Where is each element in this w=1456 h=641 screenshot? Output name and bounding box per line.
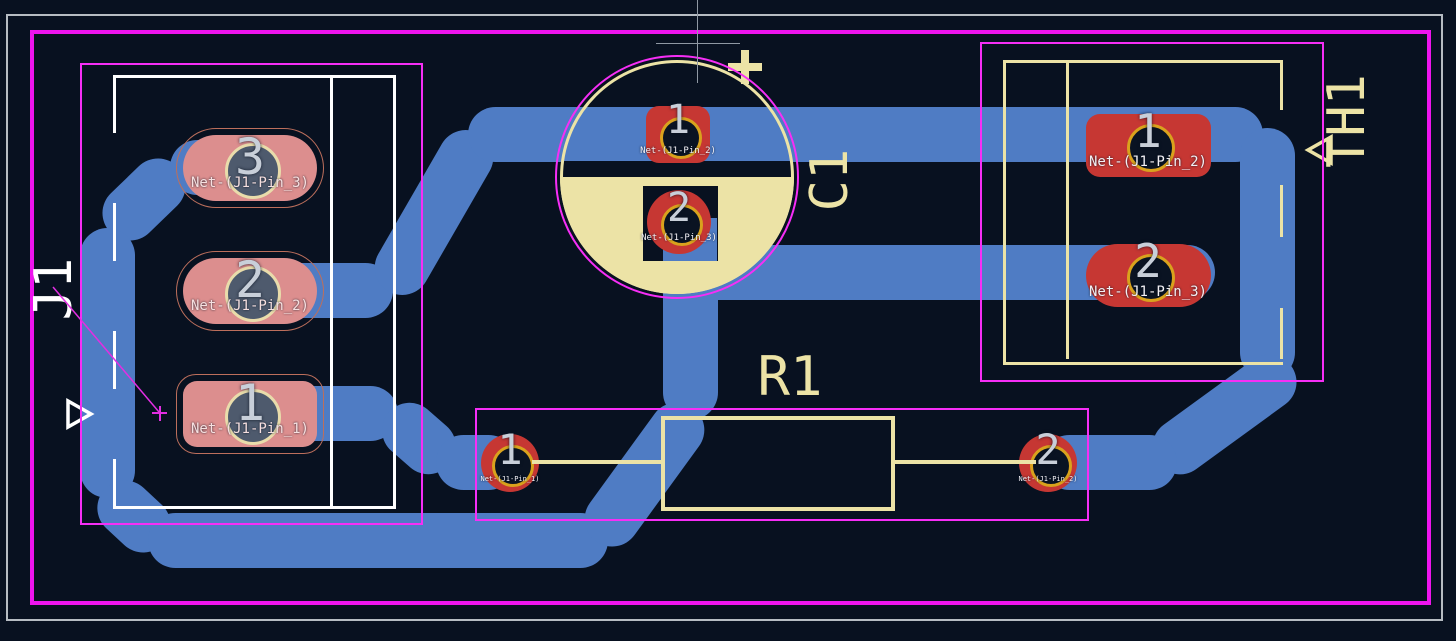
th1-silk-divider	[1066, 60, 1069, 359]
sheet-frame	[6, 14, 1443, 621]
c1-plus-marker	[728, 50, 762, 84]
j1-pad2-number: 2	[234, 251, 266, 309]
r1-selection-box	[475, 408, 1089, 521]
j1-pin1-arrow-icon	[66, 398, 95, 430]
r1-silk-lead-right	[894, 460, 1036, 464]
trace-segment[interactable]	[80, 228, 135, 498]
th1-silk-outline[interactable]	[1003, 60, 1283, 365]
cursor-crosshair-v	[697, 0, 698, 83]
j1-fab-outline[interactable]	[113, 75, 396, 509]
board-edge-outline[interactable]	[30, 30, 1431, 605]
j1-pad1-clearance	[176, 374, 324, 454]
trace-segment[interactable]	[1240, 128, 1295, 380]
r1-pad1-drill	[492, 445, 534, 487]
j1-pad3-number: 3	[234, 128, 266, 186]
j1-anchor-leader	[52, 286, 167, 421]
r1-ref-text[interactable]: R1	[757, 344, 823, 408]
j1-selection-box	[80, 63, 423, 525]
th1-pin1-arrow-icon	[1304, 134, 1333, 166]
j1-fab-divider	[330, 75, 333, 506]
r1-silk-body[interactable]	[661, 416, 895, 511]
c1-selection-circle	[555, 55, 799, 299]
j1-pad2-drill	[225, 266, 281, 322]
r1-pad1-net-label: Net-(J1-Pin_1)	[480, 475, 540, 483]
r1-silk-lead-left	[532, 460, 662, 464]
j1-pad2-clearance	[176, 251, 324, 331]
r1-pad2-number: 2	[1035, 424, 1061, 474]
j1-pad2-net-label: Net-(J1-Pin_2)	[190, 298, 309, 314]
j1-fab-dash	[113, 459, 116, 506]
th1-pad1-number: 1	[1134, 104, 1162, 158]
j1-fab-dash	[113, 203, 116, 261]
j1-pad1-drill	[225, 389, 281, 445]
j1-pad1-number: 1	[234, 374, 266, 432]
r1-pad2-net-label: Net-(J1-Pin_2)	[1018, 475, 1078, 483]
j1-pad3-net-label: Net-(J1-Pin_3)	[190, 175, 309, 191]
trace-segment[interactable]	[148, 513, 608, 568]
r1-pad2-drill	[1030, 445, 1072, 487]
th1-silk-right-seg	[1280, 60, 1283, 110]
th1-selection-box	[980, 42, 1324, 382]
c1-ref-text[interactable]: C1	[800, 148, 860, 212]
th1-ref-text[interactable]: TH1	[1317, 74, 1377, 168]
j1-pad3-clearance	[176, 128, 324, 208]
cursor-crosshair-h	[656, 43, 740, 44]
th1-pad2-drill	[1127, 254, 1175, 302]
th1-silk-right-seg	[1280, 308, 1283, 359]
th1-pad1-drill	[1127, 124, 1175, 172]
th1-pad1-net-label: Net-(J1-Pin_2)	[1088, 154, 1207, 170]
j1-pad1-net-label: Net-(J1-Pin_1)	[190, 421, 309, 437]
th1-pad2-number: 2	[1134, 234, 1162, 288]
j1-fab-dash	[113, 75, 116, 133]
th1-silk-right-seg	[1280, 185, 1283, 237]
th1-pad2-net-label: Net-(J1-Pin_3)	[1088, 284, 1207, 300]
r1-pad1-number: 1	[497, 424, 523, 474]
j1-pad3-drill	[225, 143, 281, 199]
